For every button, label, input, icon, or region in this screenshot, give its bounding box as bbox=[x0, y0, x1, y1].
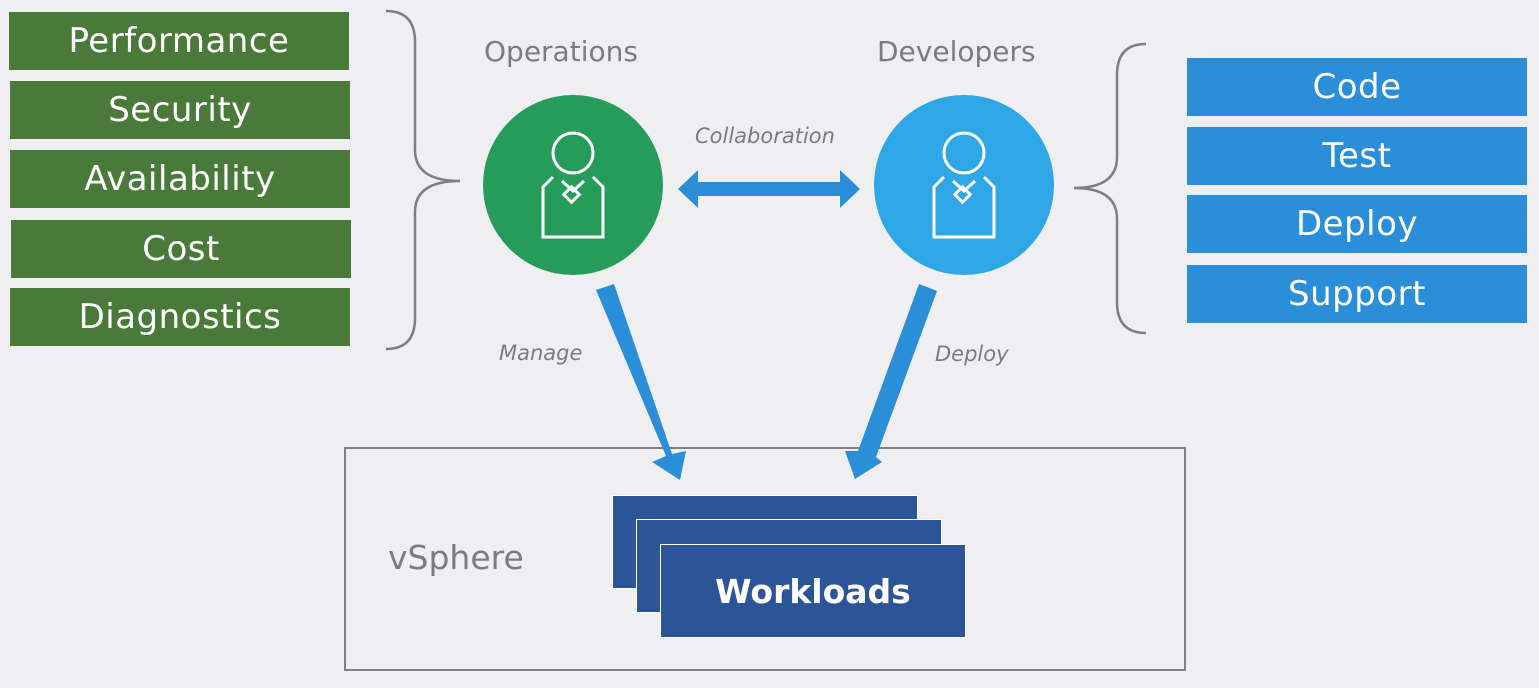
developers-title: Developers bbox=[877, 35, 1036, 68]
dev-concern-test: Test bbox=[1187, 127, 1527, 185]
dev-curly-brace-icon bbox=[1073, 42, 1147, 335]
manage-arrow-icon bbox=[596, 284, 686, 480]
ops-concern-diagnostics: Diagnostics bbox=[10, 288, 350, 346]
vsphere-frame bbox=[344, 447, 1186, 671]
dev-concern-deploy: Deploy bbox=[1187, 195, 1527, 253]
collaboration-label: Collaboration bbox=[695, 124, 835, 148]
developers-person-icon bbox=[932, 131, 996, 239]
deploy-label: Deploy bbox=[935, 342, 1009, 366]
workload-card-front bbox=[660, 544, 966, 638]
operations-title: Operations bbox=[484, 35, 638, 68]
ops-concern-performance: Performance bbox=[9, 12, 349, 70]
ops-concern-cost: Cost bbox=[11, 220, 351, 278]
operations-avatar bbox=[483, 95, 663, 275]
deploy-arrow-icon bbox=[845, 284, 937, 479]
developers-avatar bbox=[874, 95, 1054, 275]
manage-label: Manage bbox=[499, 341, 583, 365]
operations-person-icon bbox=[541, 131, 605, 239]
dev-concern-code: Code bbox=[1187, 58, 1527, 116]
ops-concern-security: Security bbox=[10, 81, 350, 139]
collaboration-arrow-icon bbox=[678, 170, 860, 208]
ops-concern-availability: Availability bbox=[10, 150, 350, 208]
workloads-label: Workloads bbox=[715, 571, 911, 611]
vsphere-label: vSphere bbox=[388, 538, 524, 577]
dev-concern-support: Support bbox=[1187, 265, 1527, 323]
ops-curly-brace-icon bbox=[385, 9, 461, 351]
